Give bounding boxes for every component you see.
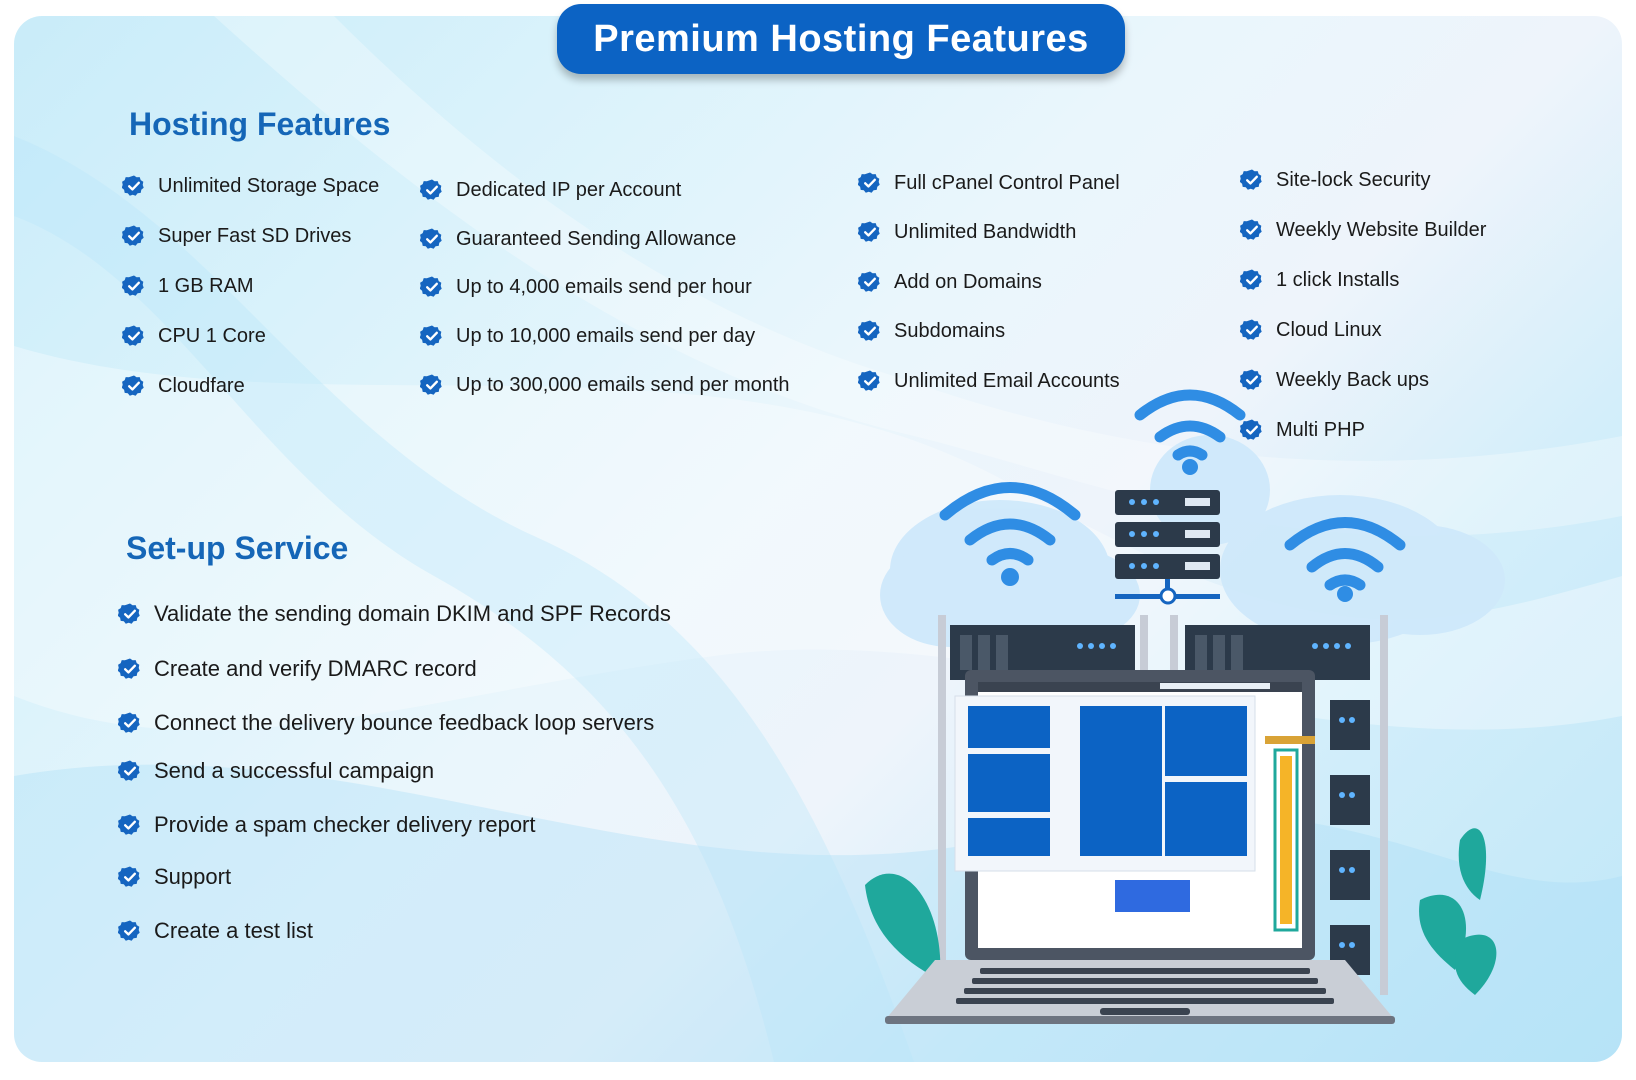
hosting-feature-item-label: Weekly Back ups (1276, 368, 1430, 391)
verified-check-icon (122, 274, 146, 298)
hosting-feature-item: Unlimited Storage Space (122, 174, 379, 198)
hosting-feature-item-label: Unlimited Email Accounts (894, 369, 1120, 392)
verified-check-icon (118, 865, 142, 889)
hosting-feature-item: Up to 4,000 emails send per hour (420, 275, 752, 299)
hosting-feature-item: Multi PHP (1240, 418, 1365, 442)
hosting-feature-item-label: Guaranteed Sending Allowance (456, 227, 737, 250)
verified-check-icon (420, 373, 444, 397)
verified-check-icon (1240, 368, 1264, 392)
verified-check-icon (1240, 268, 1264, 292)
verified-check-icon (122, 324, 146, 348)
hosting-feature-item-label: Super Fast SD Drives (158, 224, 352, 247)
verified-check-icon (118, 711, 142, 735)
hosting-feature-item-label: Add on Domains (894, 270, 1042, 293)
setup-service-item: Provide a spam checker delivery report (118, 812, 536, 838)
hosting-feature-item-label: Full cPanel Control Panel (894, 171, 1120, 194)
verified-check-icon (858, 369, 882, 393)
hosting-feature-item-label: Cloud Linux (1276, 318, 1382, 341)
verified-check-icon (1240, 218, 1264, 242)
verified-check-icon (118, 919, 142, 943)
verified-check-icon (118, 759, 142, 783)
cloud-server-laptop-illustration (865, 389, 1505, 1024)
hosting-feature-item: Cloudfare (122, 374, 245, 398)
hosting-feature-item-label: Up to 10,000 emails send per day (456, 324, 756, 347)
hosting-feature-item: 1 GB RAM (122, 274, 254, 298)
hosting-feature-item-label: 1 click Installs (1276, 268, 1400, 291)
hosting-feature-item: Add on Domains (858, 270, 1042, 294)
setup-service-item-label: Send a successful campaign (154, 758, 435, 783)
verified-check-icon (420, 178, 444, 202)
hosting-feature-item: Up to 300,000 emails send per month (420, 373, 790, 397)
hosting-feature-item-label: CPU 1 Core (158, 324, 266, 347)
verified-check-icon (118, 657, 142, 681)
hosting-feature-item: Dedicated IP per Account (420, 178, 681, 202)
hosting-feature-item: Subdomains (858, 319, 1005, 343)
setup-service-item-label: Support (154, 864, 232, 889)
verified-check-icon (858, 220, 882, 244)
verified-check-icon (122, 374, 146, 398)
hosting-feature-item: Weekly Website Builder (1240, 218, 1486, 242)
verified-check-icon (420, 275, 444, 299)
hosting-feature-item-label: Up to 300,000 emails send per month (456, 373, 790, 396)
hosting-feature-item: Unlimited Email Accounts (858, 369, 1120, 393)
verified-check-icon (118, 602, 142, 626)
verified-check-icon (1240, 318, 1264, 342)
setup-service-item: Create and verify DMARC record (118, 656, 477, 682)
hosting-feature-item: Weekly Back ups (1240, 368, 1429, 392)
hosting-feature-item: Guaranteed Sending Allowance (420, 227, 736, 251)
hosting-feature-item-label: Unlimited Bandwidth (894, 220, 1077, 243)
hosting-feature-item-label: Dedicated IP per Account (456, 178, 682, 201)
hosting-feature-item-label: Multi PHP (1276, 418, 1365, 441)
hosting-feature-item-label: Unlimited Storage Space (158, 174, 380, 197)
verified-check-icon (1240, 418, 1264, 442)
hosting-feature-item: Cloud Linux (1240, 318, 1382, 342)
hosting-feature-item: Site-lock Security (1240, 168, 1431, 192)
setup-service-item: Validate the sending domain DKIM and SPF… (118, 601, 671, 627)
hosting-feature-item: 1 click Installs (1240, 268, 1399, 292)
verified-check-icon (858, 270, 882, 294)
hosting-feature-item: CPU 1 Core (122, 324, 266, 348)
hosting-features-title: Hosting Features (129, 106, 391, 142)
verified-check-icon (118, 813, 142, 837)
hosting-feature-item-label: Cloudfare (158, 374, 245, 397)
verified-check-icon (122, 224, 146, 248)
page-banner: Premium Hosting Features (557, 4, 1125, 74)
verified-check-icon (420, 324, 444, 348)
setup-service-item-label: Create and verify DMARC record (154, 656, 477, 681)
hosting-feature-item: Super Fast SD Drives (122, 224, 351, 248)
verified-check-icon (858, 319, 882, 343)
hosting-feature-item-label: 1 GB RAM (158, 274, 254, 297)
hosting-feature-item-label: Subdomains (894, 319, 1006, 342)
setup-service-item: Create a test list (118, 918, 313, 944)
setup-service-item-label: Validate the sending domain DKIM and SPF… (154, 601, 671, 626)
setup-service-title: Set-up Service (126, 530, 349, 566)
verified-check-icon (122, 174, 146, 198)
setup-service-item: Send a successful campaign (118, 758, 434, 784)
hosting-feature-item: Unlimited Bandwidth (858, 220, 1076, 244)
setup-service-item: Support (118, 864, 231, 890)
hosting-feature-item: Full cPanel Control Panel (858, 171, 1120, 195)
hosting-feature-item: Up to 10,000 emails send per day (420, 324, 755, 348)
verified-check-icon (858, 171, 882, 195)
setup-service-item: Connect the delivery bounce feedback loo… (118, 710, 654, 736)
hosting-feature-item-label: Site-lock Security (1276, 168, 1431, 191)
setup-service-item-label: Create a test list (154, 918, 313, 943)
hosting-feature-item-label: Weekly Website Builder (1276, 218, 1487, 241)
hosting-feature-item-label: Up to 4,000 emails send per hour (456, 275, 752, 298)
setup-service-item-label: Provide a spam checker delivery report (154, 812, 536, 837)
setup-service-item-label: Connect the delivery bounce feedback loo… (154, 710, 655, 735)
verified-check-icon (1240, 168, 1264, 192)
verified-check-icon (420, 227, 444, 251)
